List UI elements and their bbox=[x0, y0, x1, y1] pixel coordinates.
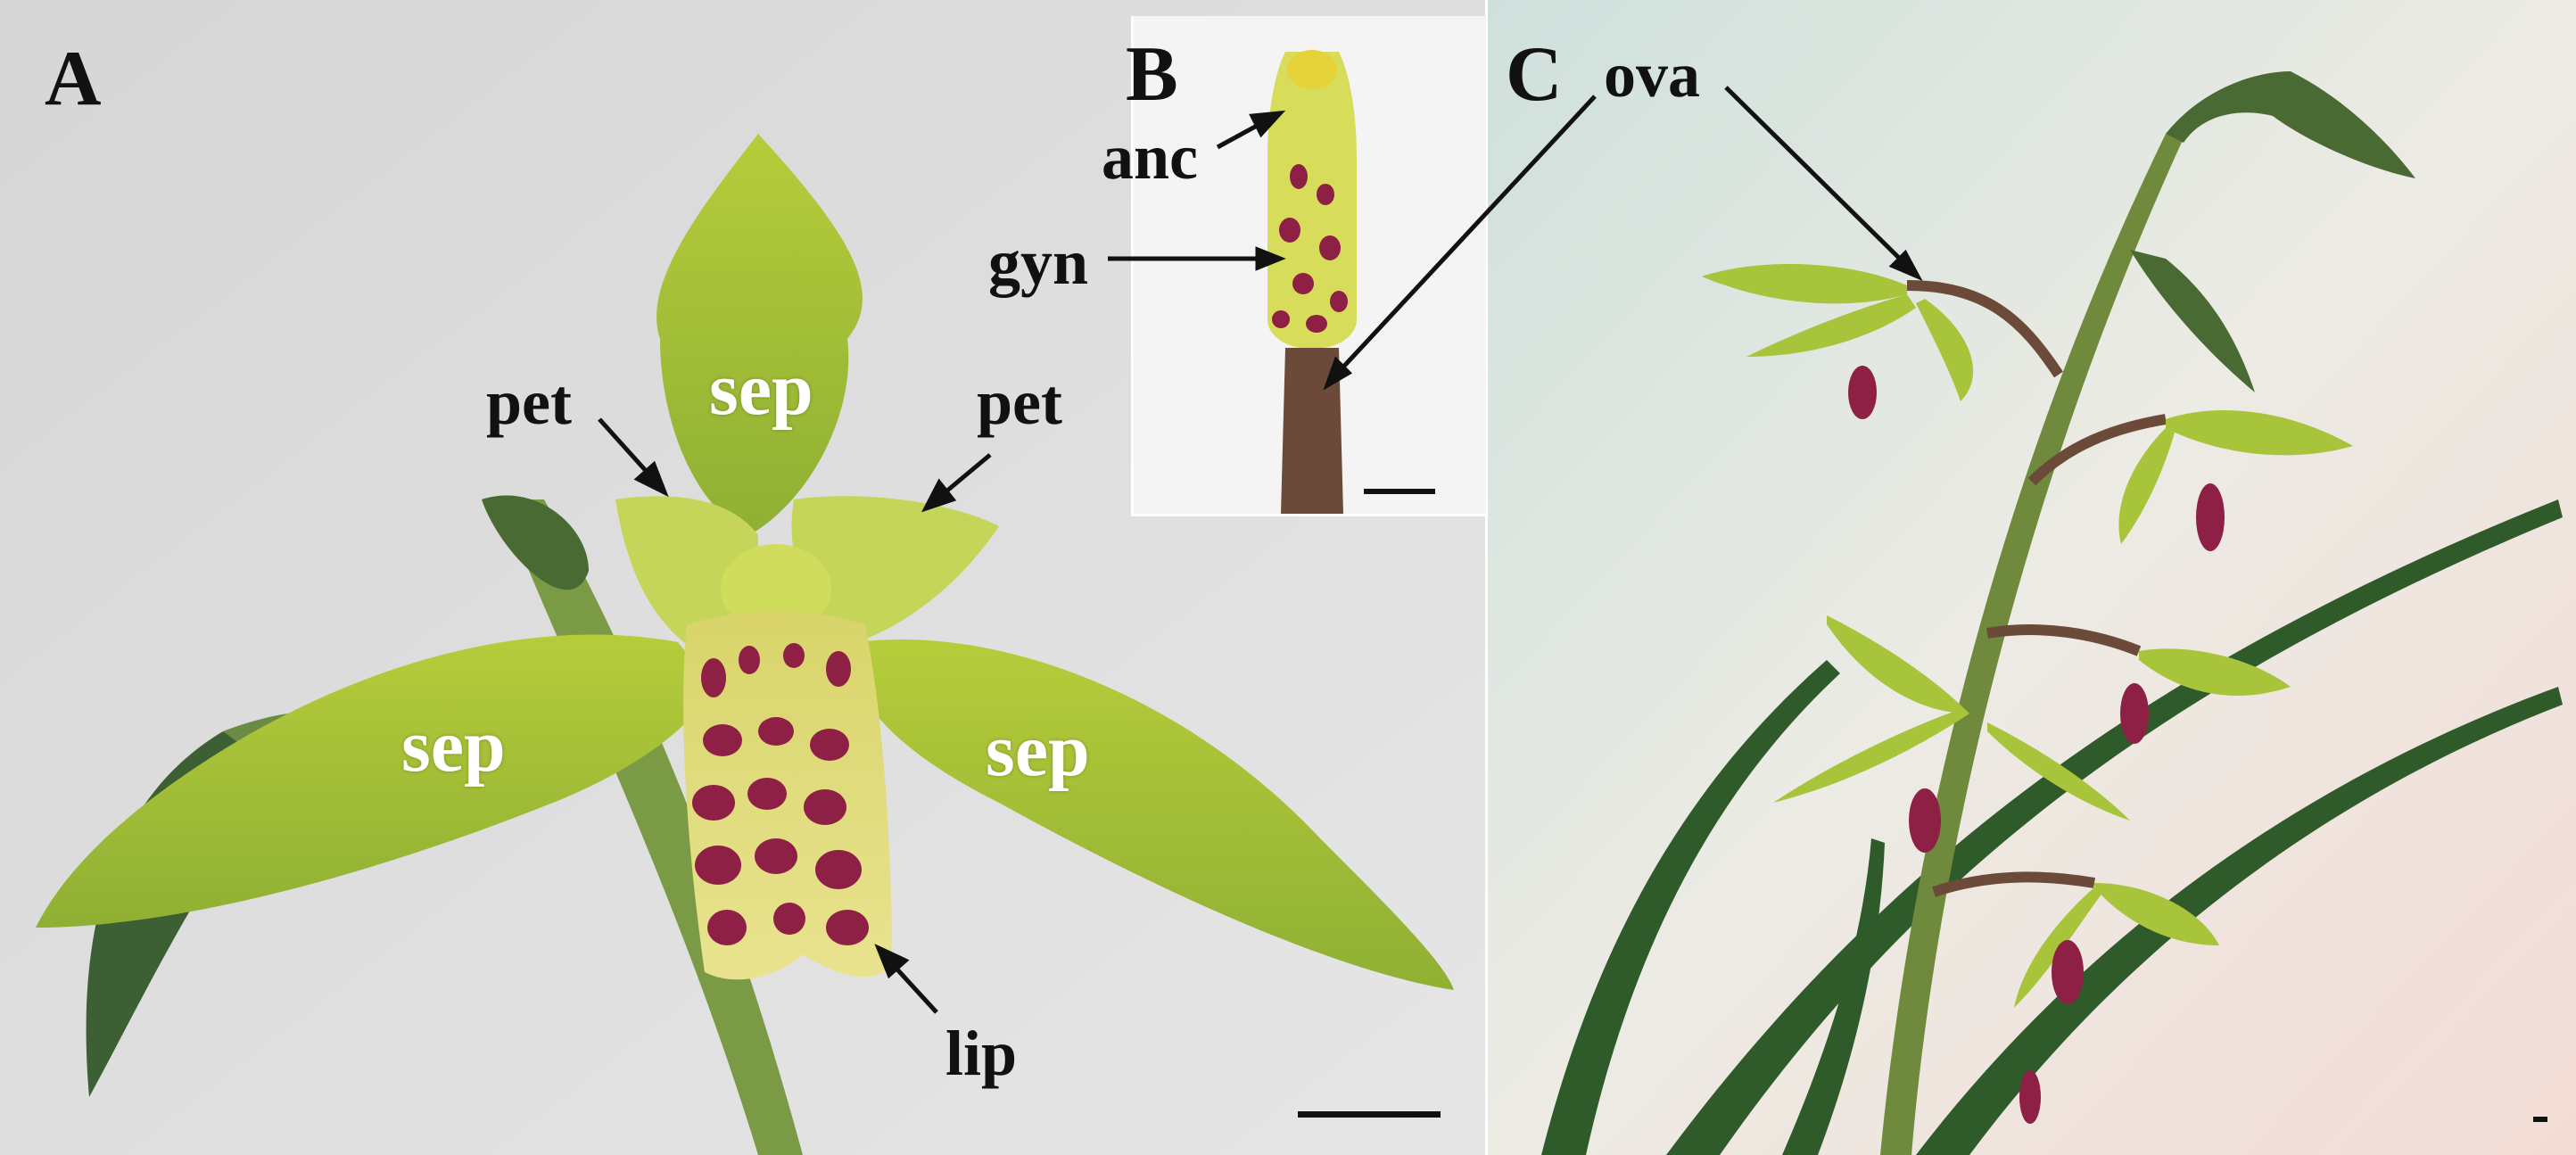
bud-top bbox=[2166, 71, 2415, 178]
right-lateral-sepal bbox=[856, 639, 1454, 990]
leaves bbox=[1541, 499, 2563, 1155]
label-sep-left: sep bbox=[401, 705, 506, 788]
left-lateral-sepal bbox=[36, 634, 714, 928]
gynostemium bbox=[1267, 52, 1357, 349]
panel-letter-b: B bbox=[1126, 31, 1178, 118]
column bbox=[721, 544, 831, 633]
label-pet-right: pet bbox=[977, 367, 1062, 438]
label-sep-right: sep bbox=[986, 709, 1090, 792]
label-lip: lip bbox=[945, 1018, 1018, 1089]
label-ova: ova bbox=[1604, 39, 1700, 111]
anther-cap bbox=[1287, 50, 1337, 89]
panel-c: C ova bbox=[1488, 0, 2576, 1155]
background-bud bbox=[482, 495, 589, 590]
label-sep-top: sep bbox=[709, 348, 813, 431]
arrows-a bbox=[598, 417, 992, 1014]
flower-lips bbox=[1848, 366, 2225, 1124]
scale-bar-a bbox=[1298, 1111, 1441, 1118]
bud-side bbox=[2130, 250, 2255, 392]
left-petal bbox=[615, 496, 758, 651]
panel-letter-a: A bbox=[45, 36, 102, 122]
flower-scape bbox=[1880, 134, 2184, 1155]
panel-b bbox=[1131, 16, 1486, 516]
flowers bbox=[1702, 264, 2353, 1008]
label-gyn: gyn bbox=[988, 227, 1089, 298]
label-anc: anc bbox=[1102, 121, 1198, 193]
panel-letter-c: C bbox=[1506, 31, 1563, 118]
lip-spots bbox=[692, 643, 869, 945]
gynostemium-photo bbox=[1134, 16, 1486, 514]
label-pet-left: pet bbox=[486, 367, 572, 438]
pedicels bbox=[1906, 280, 2167, 897]
orchid-plant-photo bbox=[1488, 0, 2576, 1155]
scale-bar-c bbox=[2533, 1117, 2547, 1122]
scale-bar-b bbox=[1364, 489, 1435, 494]
ovary-pedicel bbox=[1281, 348, 1343, 514]
dorsal-sepal bbox=[656, 134, 863, 535]
right-petal bbox=[791, 496, 999, 642]
